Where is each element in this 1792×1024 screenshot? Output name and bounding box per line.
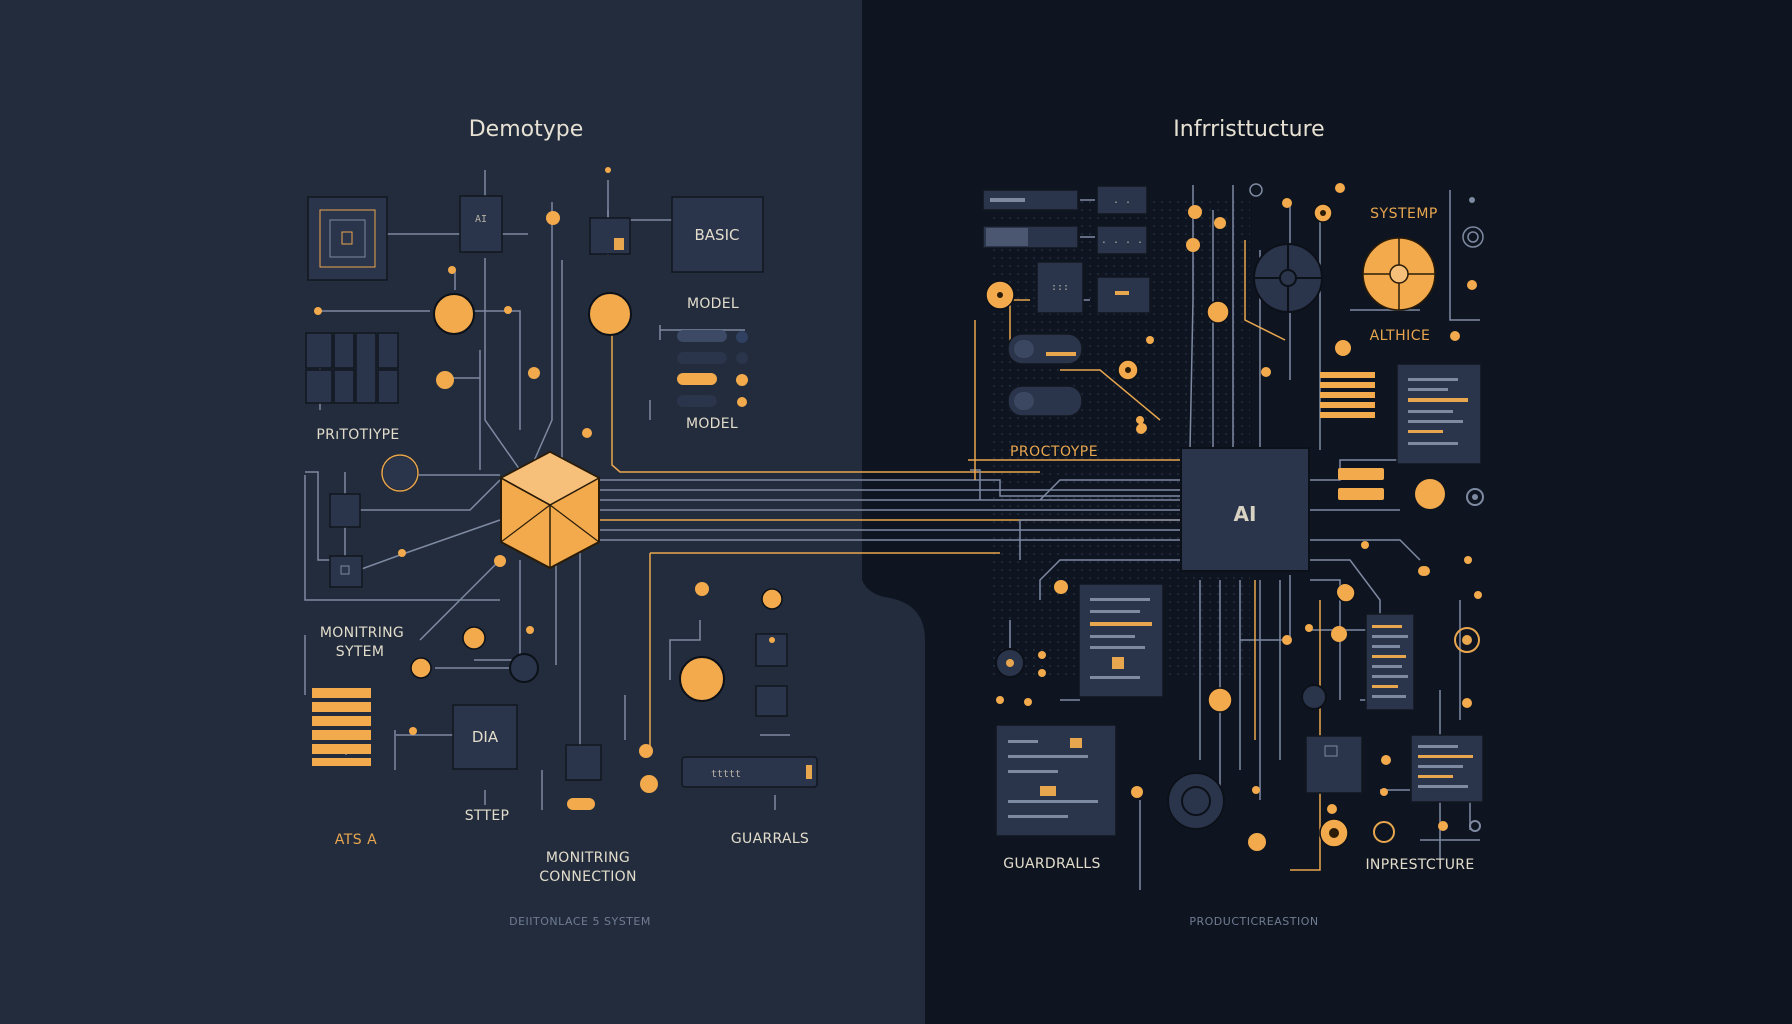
ring-node xyxy=(1167,772,1225,830)
dark-dial xyxy=(1253,243,1323,313)
document-panel-2 xyxy=(1078,583,1164,698)
model-label-2: MODEL xyxy=(686,416,738,432)
svg-text::::: ::: xyxy=(1051,282,1069,293)
monitoring-connection-label-2: CONNECTION xyxy=(539,869,637,885)
orange-dial xyxy=(1362,237,1436,311)
orange-dot xyxy=(436,371,454,389)
orange-node-right xyxy=(1415,479,1445,509)
monitoring-system-label-1: MONITRING xyxy=(320,625,404,641)
monitoring-connection-label-1: MONITRING xyxy=(546,850,630,866)
ai-core-chip: AI xyxy=(1180,447,1310,572)
guardrails-label-left: GUARRALS xyxy=(731,831,809,847)
monitor-chip-2 xyxy=(329,555,363,588)
orange-node-4 xyxy=(679,656,725,702)
square-chip-right xyxy=(1305,735,1363,794)
step-label: STTEP xyxy=(465,808,510,824)
prototype-label: PRıTOTIYPE xyxy=(316,427,399,443)
device-chip xyxy=(681,756,818,788)
basic-block xyxy=(671,196,764,273)
server-module-1 xyxy=(1096,185,1148,215)
model-slider-stack xyxy=(660,329,748,407)
bus-lines xyxy=(600,459,1180,541)
document-panel-1 xyxy=(1396,363,1482,465)
ai-core-label: AI xyxy=(1234,502,1257,526)
dark-node-2 xyxy=(509,653,539,683)
proctoype-label: PROCTOYPE xyxy=(1010,444,1098,460)
device-chip-label: ttttt xyxy=(711,769,741,780)
dia-block xyxy=(452,704,518,770)
central-cube xyxy=(499,450,601,570)
document-panel-4 xyxy=(1410,734,1484,803)
monitoring-system-label-2: SYTEM xyxy=(336,644,384,660)
basic-label: BASIC xyxy=(695,226,740,244)
left-title: Demotype xyxy=(469,117,584,142)
left-footer: DEIITONLACE 5 SYSTEM xyxy=(509,915,651,928)
orange-node-2 xyxy=(588,292,632,336)
monitor-chip-1 xyxy=(329,493,361,528)
ai-chip-label: AI xyxy=(475,214,487,225)
ai-chip xyxy=(459,195,503,253)
left-background xyxy=(0,0,925,1024)
processor-chip xyxy=(307,196,388,281)
ats-label: ATS A xyxy=(335,832,377,848)
right-title: Infrristtucture xyxy=(1173,117,1324,142)
svg-text:. . . .: . . . . xyxy=(1101,235,1143,246)
svg-text:. .: . . xyxy=(1113,195,1131,206)
guardrails-label-right: GUARDRALLS xyxy=(1003,856,1100,872)
server-rack-1 xyxy=(982,189,1079,211)
guard-chip-2 xyxy=(755,685,788,717)
althice-label: ALTHICE xyxy=(1370,328,1431,344)
document-panel-3 xyxy=(1365,613,1415,711)
orange-node-1 xyxy=(433,293,475,335)
systemp-label: SYSTEMP xyxy=(1370,206,1438,222)
stacked-bars-right xyxy=(1320,372,1375,418)
server-module-3 xyxy=(1036,261,1084,314)
prototype-grid xyxy=(305,332,399,404)
server-module-2 xyxy=(1096,225,1148,255)
circuit-panel xyxy=(995,724,1117,837)
orange-node-3 xyxy=(462,626,486,650)
left-components: AI BASIC MODEL MODEL PRıTOTIYPE xyxy=(305,167,818,928)
dia-label: DIA xyxy=(472,728,499,746)
infrastructure-label: INPRESTCTURE xyxy=(1366,857,1475,873)
stacked-bars xyxy=(312,688,371,766)
model-label-1: MODEL xyxy=(687,296,739,312)
connector-chip xyxy=(565,744,602,781)
right-components: . . . . . . ::: xyxy=(982,183,1484,928)
right-footer: PRODUCTICREASTION xyxy=(1189,915,1318,928)
